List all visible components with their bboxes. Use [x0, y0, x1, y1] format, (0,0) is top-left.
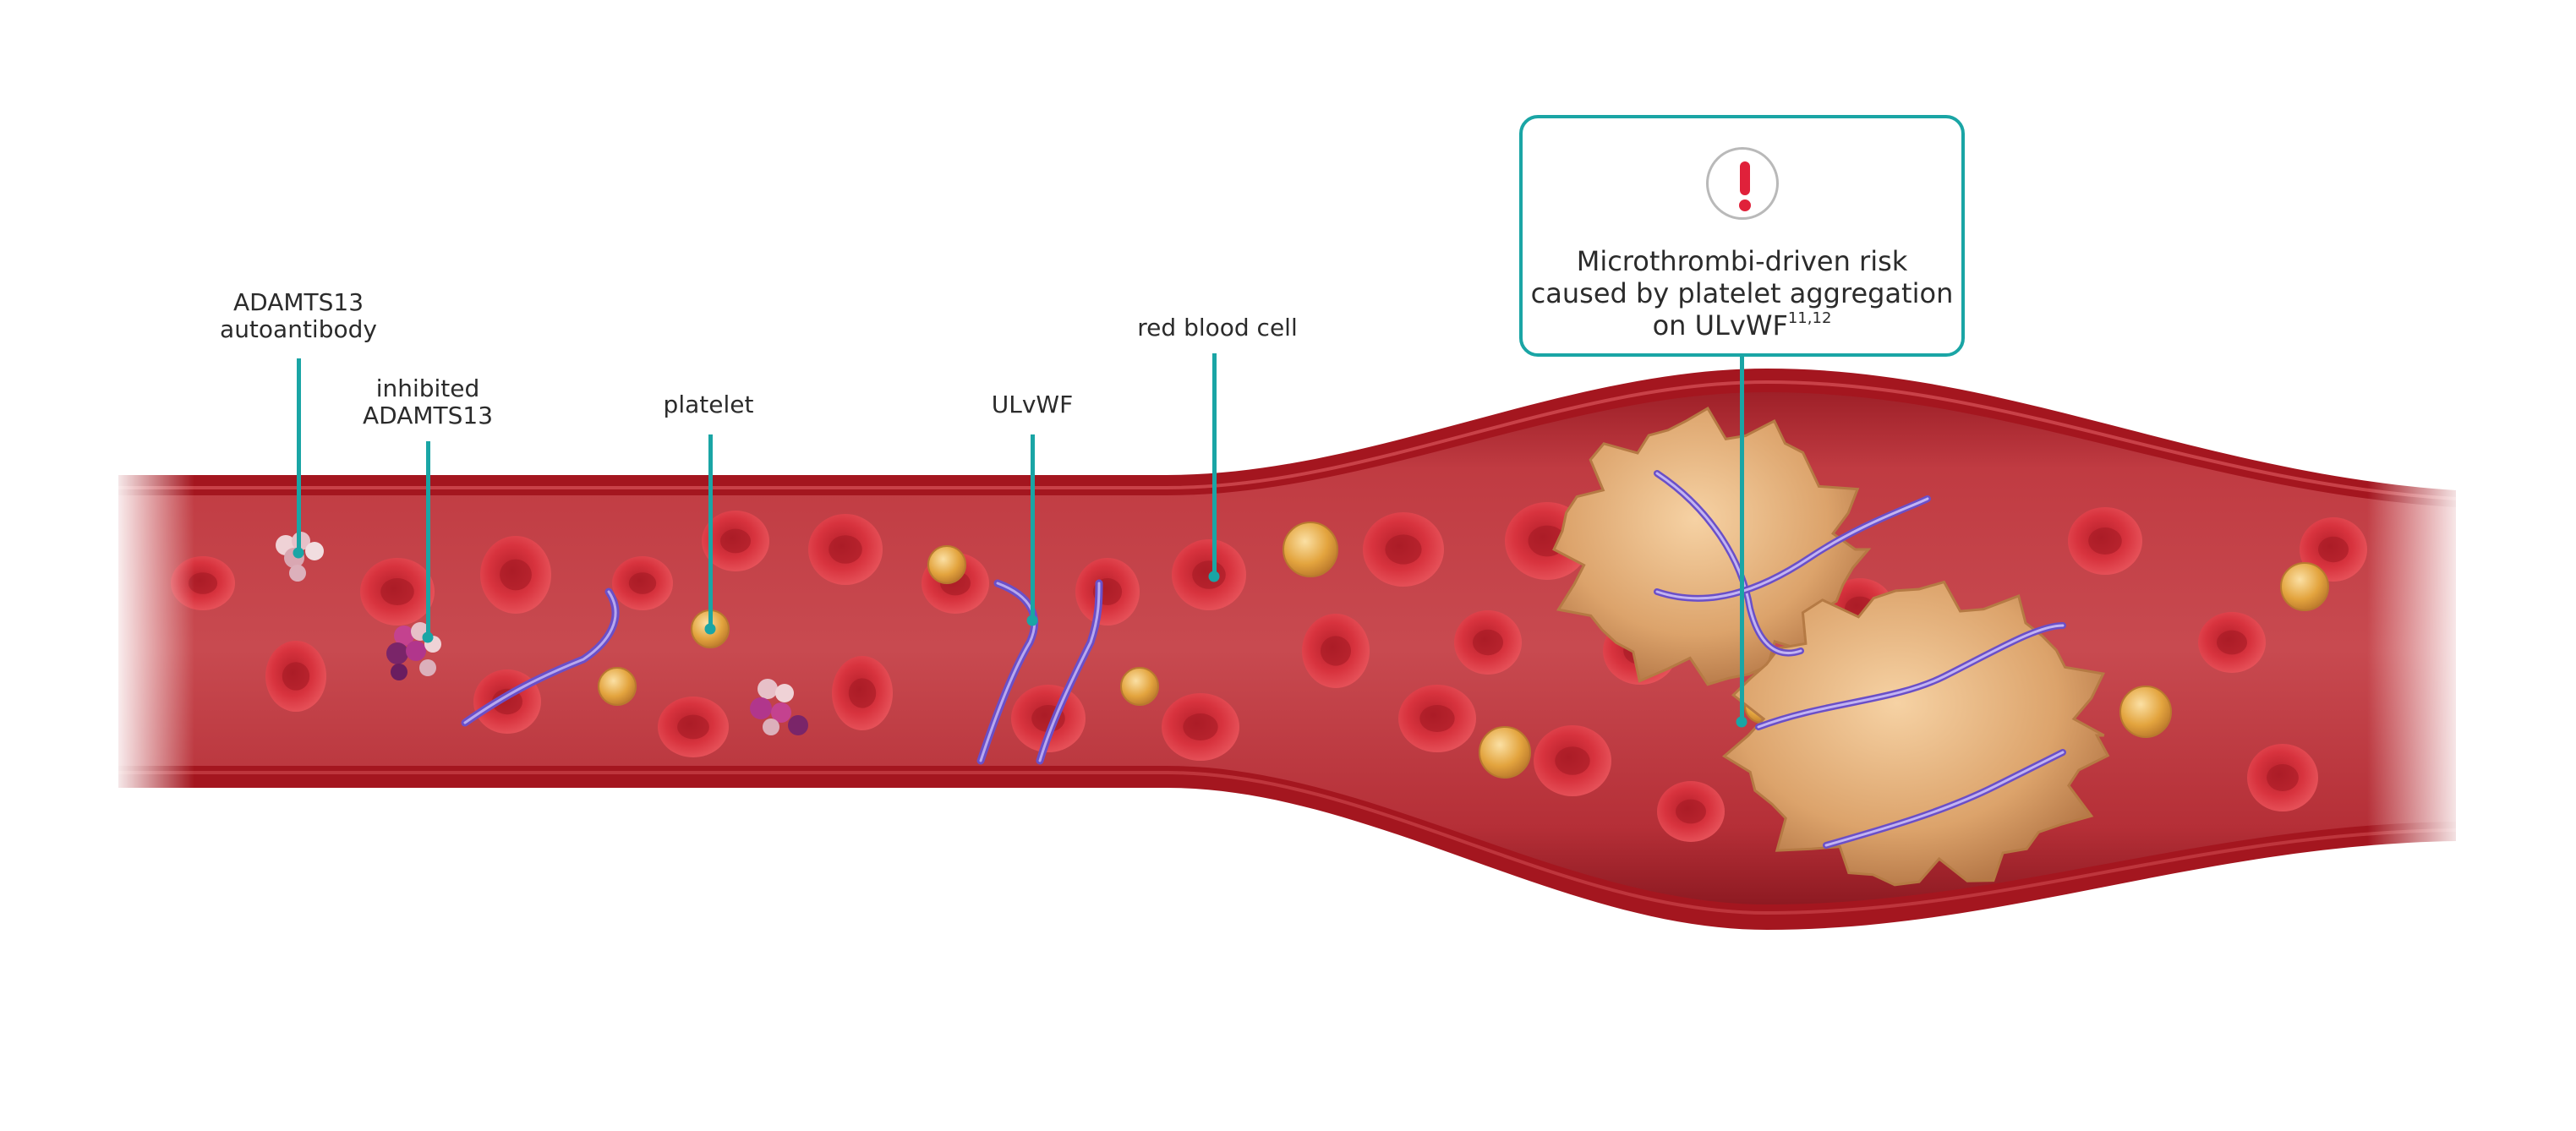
red-blood-cell-center [188, 572, 218, 594]
red-blood-cell-center [720, 528, 751, 554]
platelet [598, 667, 637, 706]
callout-leader [1740, 355, 1744, 722]
inhibited-adamts13-cluster [386, 622, 441, 680]
platelet [1479, 726, 1531, 779]
microthrombus-upper [1552, 407, 1872, 686]
callout-text: Microthrombi-driven risk caused by plate… [1523, 245, 1961, 341]
red-blood-cell-center [282, 662, 310, 691]
ulvwf-strand-highlight [1757, 624, 2065, 729]
red-blood-cell-center [677, 714, 709, 740]
ulvwf-leader-dot [1026, 615, 1038, 626]
label-red-blood-cell: red blood cell [1137, 314, 1297, 341]
label-line: ADAMTS13 [232, 288, 364, 316]
red-blood-cell-center [1473, 629, 1503, 656]
platelet [2119, 686, 2172, 738]
inhibited-adamts13-leader-dot [422, 631, 434, 643]
ulvwf-strand-highlight [979, 582, 1036, 762]
exclamation-circle-icon [1705, 147, 1779, 220]
red-blood-cell-center [1385, 534, 1422, 565]
platelet [1120, 667, 1159, 706]
red-blood-cell-leader-dot [1208, 571, 1220, 582]
red-blood-cell-center [2217, 630, 2247, 655]
ulvwf-strands [461, 579, 1103, 765]
red-blood-cell-center [848, 678, 877, 708]
label-line: autoantibody [220, 315, 377, 343]
label-ulvwf: ULvWF [992, 391, 1073, 418]
inhibited-adamts13-cluster [750, 679, 808, 735]
vessel-highlight [118, 380, 2457, 500]
platelet-leader-dot [704, 623, 716, 635]
red-blood-cell-center [1555, 746, 1590, 775]
ulvwf-strand-highlight [463, 590, 617, 724]
callout-line-1: Microthrombi-driven risk [1576, 245, 1908, 277]
red-blood-cell-center [1321, 636, 1351, 666]
label-line: inhibited [375, 374, 480, 402]
label-line: ULvWF [991, 391, 1074, 418]
label-adamts13-autoantibody: ADAMTS13 autoantibody [220, 289, 377, 343]
right-fade [2367, 355, 2469, 947]
red-blood-cell-center [500, 559, 532, 591]
callout-line-3-text: on ULvWF [1652, 309, 1788, 341]
red-blood-cell-center [628, 572, 657, 594]
autoantibody-leader [297, 358, 301, 553]
callout-references: 11,12 [1787, 309, 1832, 327]
platelet [927, 545, 966, 584]
vessel-highlight [118, 771, 2457, 915]
label-platelet: platelet [664, 391, 754, 418]
ulvwf-in-thrombus [1654, 470, 2066, 849]
red-blood-cell-leader [1212, 353, 1217, 576]
label-inhibited-adamts13: inhibited ADAMTS13 [363, 375, 493, 429]
callout-line-2: caused by platelet aggregation [1530, 277, 1954, 309]
red-blood-cell-center [1183, 713, 1218, 740]
label-line: platelet [663, 391, 754, 418]
autoantibody-leader-dot [293, 547, 304, 559]
red-blood-cell-center [2318, 536, 2349, 563]
red-blood-cell-center [1419, 705, 1455, 732]
callout-line-3: on ULvWF11,12 [1523, 309, 1961, 341]
inhibited-adamts13-leader [426, 441, 430, 637]
platelet [2280, 562, 2329, 611]
ulvwf-strand-highlight [1655, 472, 1802, 655]
red-blood-cell-center [829, 535, 862, 564]
risk-callout-box: Microthrombi-driven risk caused by plate… [1519, 115, 1965, 357]
left-fade [110, 355, 194, 811]
label-line: red blood cell [1137, 314, 1298, 341]
adamts13-autoantibody-cluster [276, 532, 324, 582]
red-blood-cell-center [2088, 527, 2122, 555]
ulvwf-leader [1031, 434, 1035, 620]
platelet-leader [708, 434, 713, 629]
ulvwf-strand-highlight [1038, 582, 1101, 762]
callout-leader-dot [1736, 716, 1747, 728]
red-blood-cell-center [380, 578, 414, 605]
red-blood-cell-center [2267, 764, 2299, 791]
ulvwf-strand-highlight [1655, 497, 1929, 600]
red-blood-cell-center [1676, 799, 1706, 824]
label-line: ADAMTS13 [362, 402, 494, 429]
platelet [1283, 522, 1338, 577]
ulvwf-strand-highlight [1824, 751, 2065, 847]
